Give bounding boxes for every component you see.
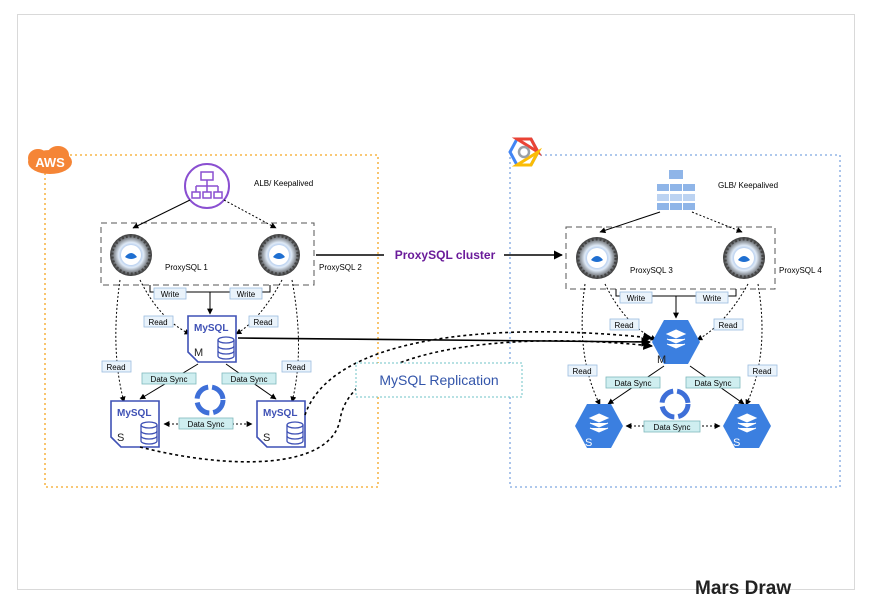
alb-icon — [184, 163, 230, 209]
gcp-write-tag-2: Write — [703, 294, 722, 303]
gcp-slave-right-letter: S — [733, 437, 740, 449]
aws-slave-right-mysql-text: MySQL — [263, 408, 297, 419]
aws-sync-tag-3: Data Sync — [188, 420, 225, 429]
alb-label: ALB/ Keepalived — [254, 179, 313, 188]
gcp-sync-tag-2: Data Sync — [695, 379, 732, 388]
gcp-sync-tag-1: Data Sync — [615, 379, 652, 388]
aws-read-tag-1: Read — [148, 318, 167, 327]
sync-cycle-icon — [659, 388, 691, 420]
gcp-db-slave-left: S — [575, 404, 623, 449]
replication-label: MySQL Replication — [379, 372, 498, 388]
aws-slave-right-letter: S — [263, 432, 270, 444]
replication-box — [355, 362, 523, 398]
aws-write-tag-1: Write — [161, 290, 180, 299]
aws-read-tag-3: Read — [106, 363, 125, 372]
gcp-read-tag-2: Read — [718, 321, 737, 330]
aws-read-tag-2: Read — [253, 318, 272, 327]
aws-badge-text: AWS — [35, 155, 65, 170]
gcp-slave-left-letter: S — [585, 437, 592, 449]
proxysql-3-label: ProxySQL 3 — [630, 266, 673, 275]
aws-badge: AWS — [28, 146, 72, 174]
aws-sync-tag-1: Data Sync — [151, 375, 188, 384]
diagram-frame — [17, 14, 855, 590]
gcp-proxy-group — [565, 226, 776, 290]
gcp-read-tag-3: Read — [572, 367, 591, 376]
proxysql-4-icon — [723, 237, 765, 279]
aws-master-mysql-text: MySQL — [194, 323, 228, 334]
gcp-logo-icon — [508, 137, 542, 167]
proxysql-2-label: ProxySQL 2 — [319, 263, 362, 272]
proxysql-1-label: ProxySQL 1 — [165, 263, 208, 272]
gcp-master-letter: M — [657, 354, 666, 366]
proxysql-4-label: ProxySQL 4 — [779, 266, 822, 275]
database-icon — [140, 421, 158, 445]
database-icon — [286, 421, 304, 445]
aws-mysql-slave-right: MySQL S — [256, 400, 306, 448]
aws-mysql-master: MySQL M — [187, 315, 237, 363]
aws-write-tag-2: Write — [237, 290, 256, 299]
gcp-read-tag-1: Read — [614, 321, 633, 330]
cluster-label: ProxySQL cluster — [395, 248, 496, 262]
aws-slave-left-mysql-text: MySQL — [117, 408, 151, 419]
gcp-region — [509, 154, 841, 488]
sync-cycle-icon — [194, 384, 226, 416]
aws-read-tag-4: Read — [286, 363, 305, 372]
aws-region — [44, 154, 379, 488]
gcp-db-slave-right: S — [723, 404, 771, 449]
gcp-sync-tag-3: Data Sync — [654, 423, 691, 432]
glb-label: GLB/ Keepalived — [718, 181, 778, 190]
glb-icon — [657, 170, 695, 210]
proxysql-3-icon — [576, 237, 618, 279]
aws-slave-left-letter: S — [117, 432, 124, 444]
aws-sync-tag-2: Data Sync — [231, 375, 268, 384]
aws-master-letter: M — [194, 347, 203, 359]
proxysql-1-icon — [110, 234, 152, 276]
proxysql-2-icon — [258, 234, 300, 276]
database-icon — [217, 336, 235, 360]
gcp-write-tag-1: Write — [627, 294, 646, 303]
gcp-read-tag-4: Read — [752, 367, 771, 376]
watermark: Mars Draw — [695, 578, 792, 599]
aws-mysql-slave-left: MySQL S — [110, 400, 160, 448]
aws-proxy-group — [100, 222, 315, 286]
gcp-db-master: M — [652, 320, 700, 366]
